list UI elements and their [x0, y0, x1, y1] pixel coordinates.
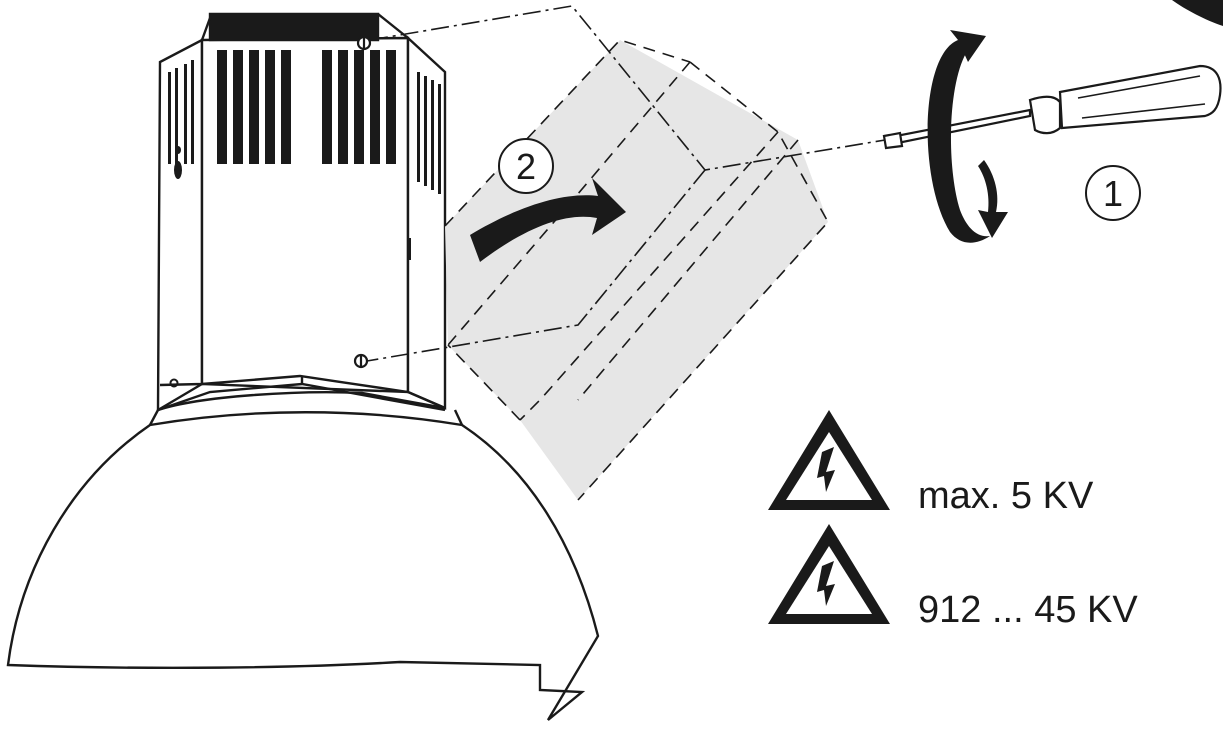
ballast-housing: [156, 12, 447, 413]
screwdriver-icon: [882, 64, 1222, 150]
alignment-lines: [366, 5, 886, 362]
high-voltage-warning-icon: [768, 524, 890, 624]
housing-screw-bottom: [353, 353, 369, 369]
swing-open-arrow: [470, 178, 626, 262]
rotation-arrow-icon: [927, 30, 1008, 243]
ventilation-slots-front: [217, 50, 396, 164]
step-1-number: 1: [1103, 173, 1123, 214]
opened-cover: [444, 39, 829, 501]
ventilation-slots-side: [168, 60, 441, 260]
high-voltage-warning-icon: [768, 410, 890, 510]
reflector-shade: [6, 391, 600, 721]
step-2-marker: 2: [498, 138, 554, 194]
step-2-number: 2: [516, 146, 536, 187]
corner-mark: [1172, 0, 1223, 26]
warning-1-text: max. 5 KV: [918, 475, 1094, 517]
warning-2-text: 912 ... 45 KV: [918, 589, 1138, 631]
housing-screw-top: [356, 35, 372, 51]
side-rivet: [169, 378, 179, 388]
step-1-marker: 1: [1085, 165, 1141, 221]
